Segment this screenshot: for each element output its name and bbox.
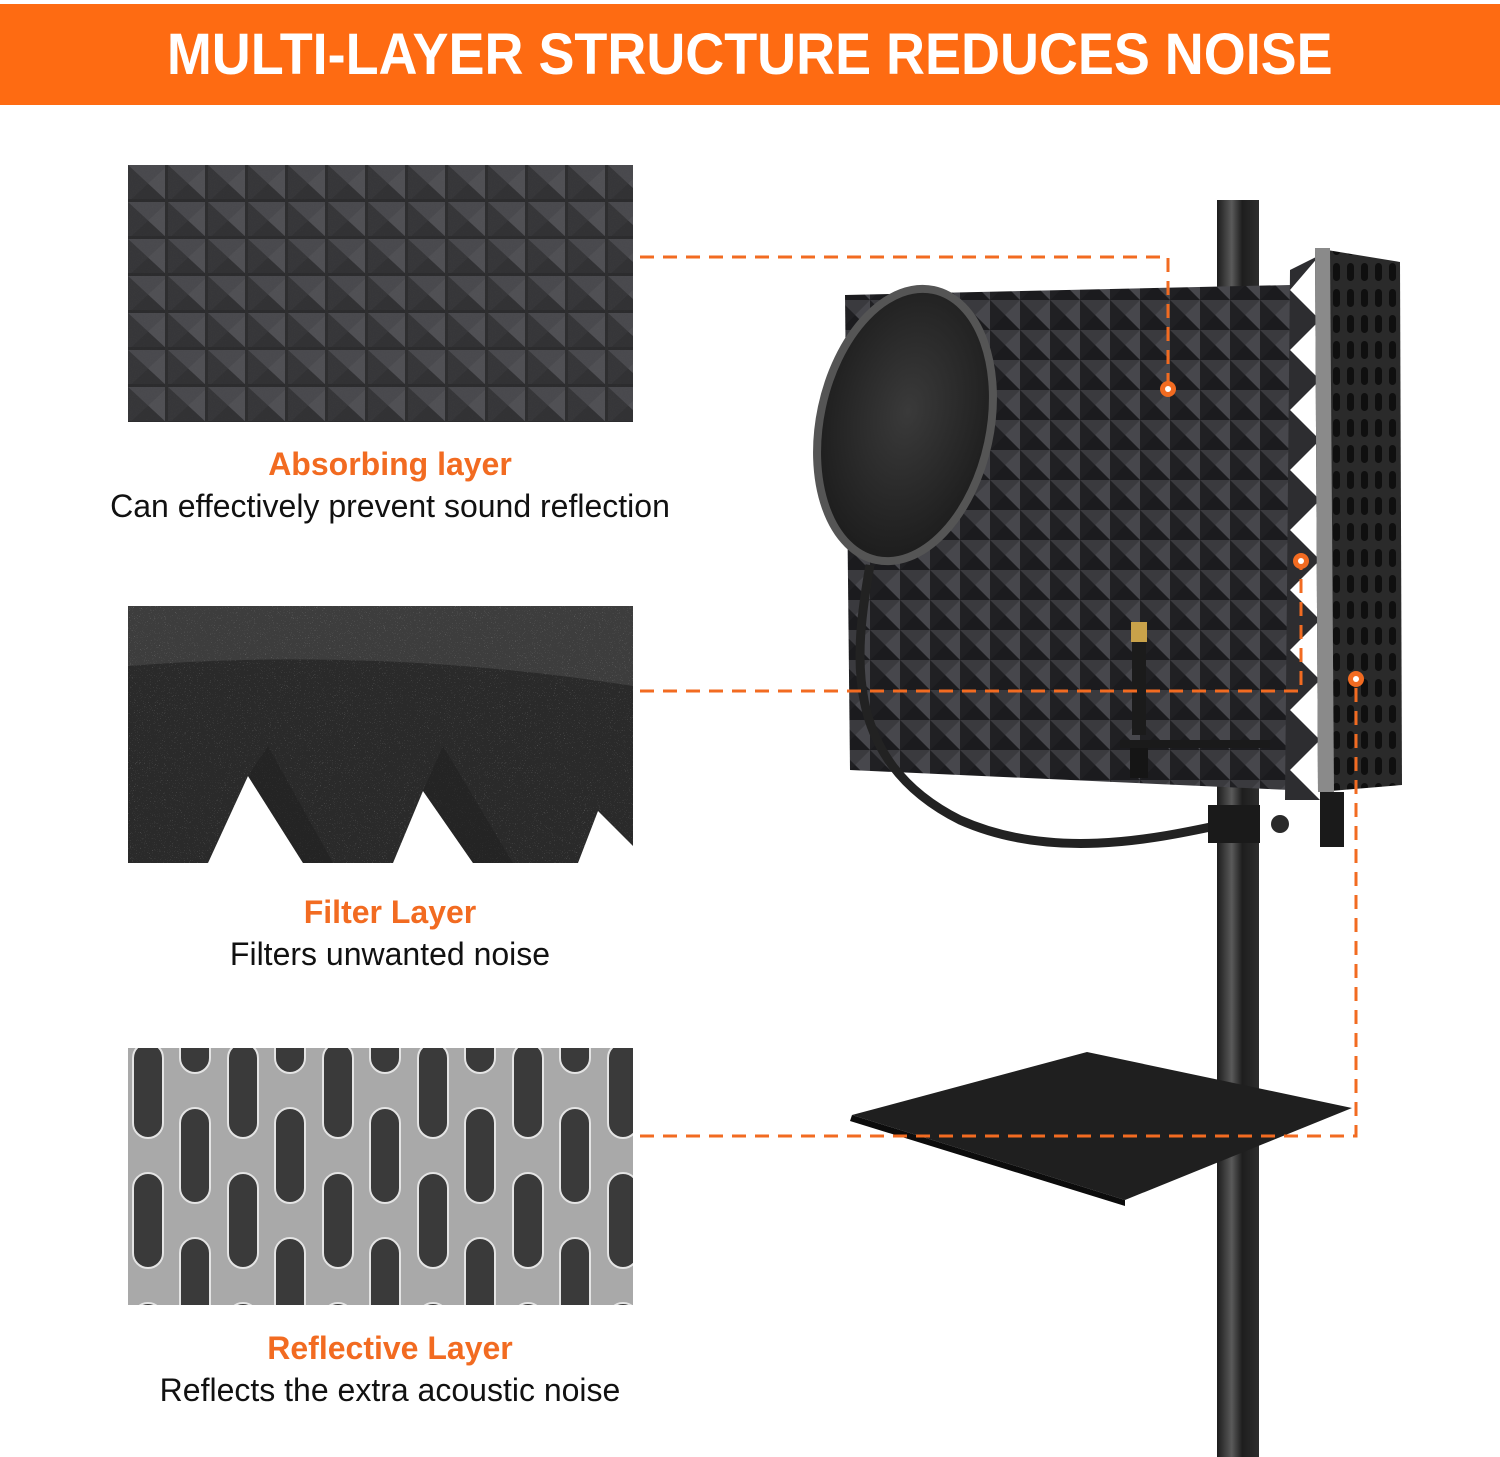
tray-shelf <box>852 1052 1352 1200</box>
filter-callout-line <box>640 565 1303 693</box>
banner-title: MULTI-LAYER STRUCTURE REDUCES NOISE <box>167 22 1333 87</box>
filter-layer-image <box>128 606 633 863</box>
perforated-metal-texture-icon <box>128 1048 633 1305</box>
reflective-layer-caption: Reflective Layer Reflects the extra acou… <box>40 1328 740 1412</box>
filter-layer-description: Filters unwanted noise <box>229 936 551 972</box>
callout-lines <box>640 255 1358 1138</box>
foam-cross-section-icon <box>128 606 633 863</box>
reflective-layer-title: Reflective Layer <box>267 1330 513 1366</box>
absorbing-layer-description: Can effectively prevent sound reflection <box>110 488 670 524</box>
reflective-callout-line <box>640 685 1358 1138</box>
reflective-layer-description: Reflects the extra acoustic noise <box>159 1372 621 1408</box>
pop-filter <box>813 284 997 566</box>
reflective-layer-image <box>128 1048 633 1305</box>
filter-layer-title: Filter Layer <box>303 894 477 930</box>
perforated-side-panel <box>1315 248 1402 792</box>
absorbing-layer-caption: Absorbing layer Can effectively prevent … <box>40 444 740 528</box>
absorbing-layer-image <box>128 165 633 422</box>
gooseneck-arm <box>855 564 1221 848</box>
absorbing-layer-title: Absorbing layer <box>268 446 512 482</box>
filter-layer-caption: Filter Layer Filters unwanted noise <box>40 892 740 976</box>
pyramid-foam-texture-icon <box>128 165 633 422</box>
callout-markers <box>1160 381 1364 687</box>
header-banner: MULTI-LAYER STRUCTURE REDUCES NOISE <box>0 4 1500 105</box>
